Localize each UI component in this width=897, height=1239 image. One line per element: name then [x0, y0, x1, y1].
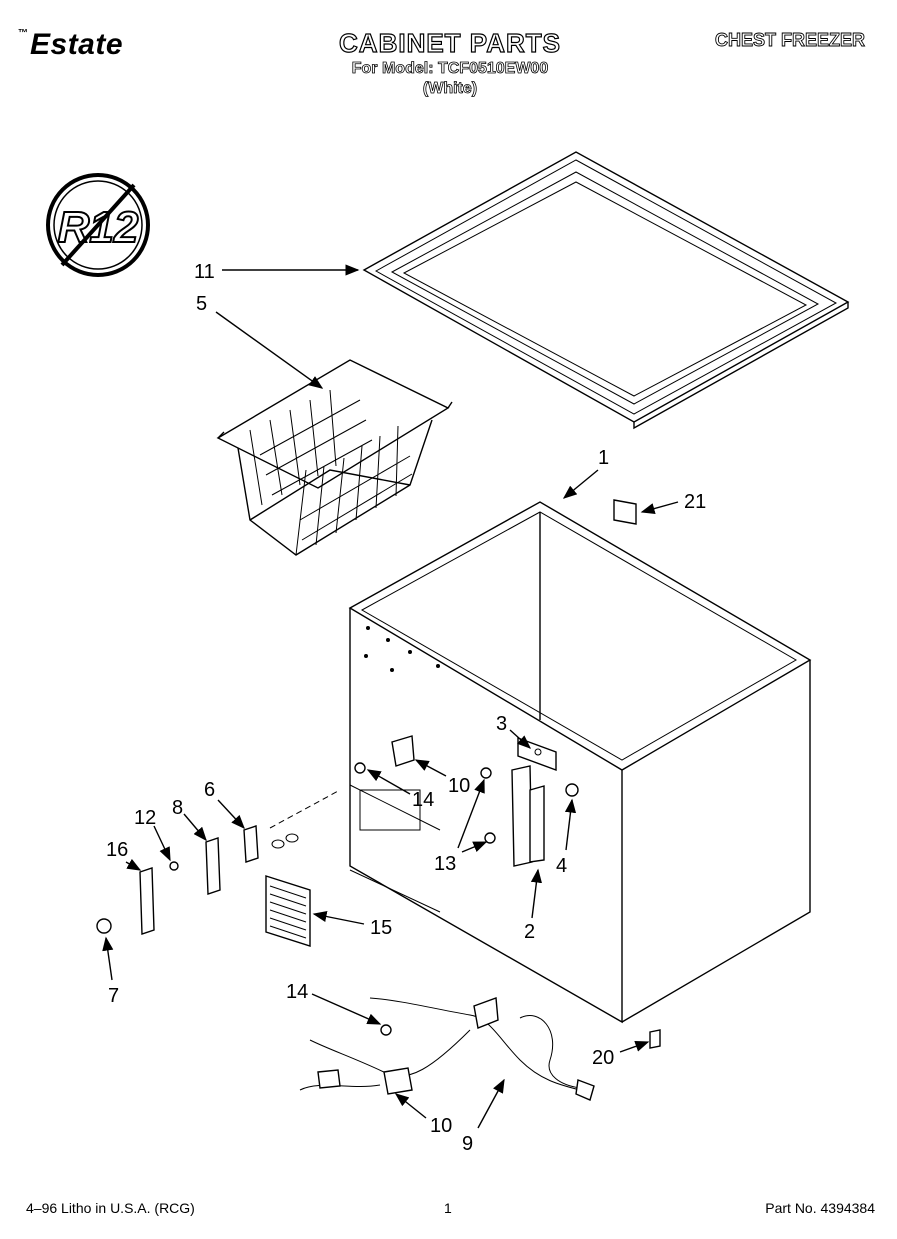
callout-6: 6 [204, 779, 215, 801]
callout-10-lower: 10 [430, 1115, 452, 1137]
thermostat-clip-upper [354, 735, 496, 844]
footer-litho: 4–96 Litho in U.S.A. (RCG) [26, 1200, 195, 1216]
callout-20: 20 [592, 1047, 614, 1069]
callout-13: 13 [434, 853, 456, 875]
callout-10: 10 [448, 775, 470, 797]
callout-15: 15 [370, 917, 392, 939]
model-number: For Model: TCF0510EW00 [351, 60, 549, 78]
control-parts [96, 789, 341, 935]
callout-16: 16 [106, 839, 128, 861]
callout-2: 2 [524, 921, 535, 943]
wiring-harness [299, 997, 661, 1101]
product-type: CHEST FREEZER [714, 30, 866, 51]
callout-1: 1 [598, 447, 609, 469]
callout-12: 12 [134, 807, 156, 829]
model-color: (White) [422, 80, 478, 98]
vent-grille [265, 875, 311, 947]
footer-page-number: 1 [444, 1200, 452, 1216]
callout-14-lower: 14 [286, 981, 308, 1003]
callout-labels: 11 5 1 21 3 10 14 6 8 12 16 13 4 15 2 7 … [106, 261, 706, 1155]
brand-logo: ™ Estate [18, 28, 124, 62]
page-title: CABINET PARTS [338, 27, 561, 58]
brand-trademark: ™ [18, 28, 29, 39]
callout-9: 9 [462, 1133, 473, 1155]
footer-part-number: Part No. 4394384 [765, 1200, 875, 1216]
leader-lines [102, 264, 679, 1129]
callout-3: 3 [496, 713, 507, 735]
hinge-bracket [511, 736, 579, 867]
cabinet [348, 501, 812, 1024]
wire-basket [216, 359, 453, 556]
lid-gasket [362, 151, 850, 430]
brand-name: Estate [30, 28, 124, 61]
callout-5: 5 [196, 293, 207, 315]
no-r12-badge: R12 [46, 173, 150, 277]
callout-7: 7 [108, 985, 119, 1007]
callout-14: 14 [412, 789, 434, 811]
callout-21: 21 [684, 491, 706, 513]
callout-8: 8 [172, 797, 183, 819]
label-plate [613, 499, 637, 525]
callout-4: 4 [556, 855, 567, 877]
callout-11: 11 [194, 261, 215, 283]
